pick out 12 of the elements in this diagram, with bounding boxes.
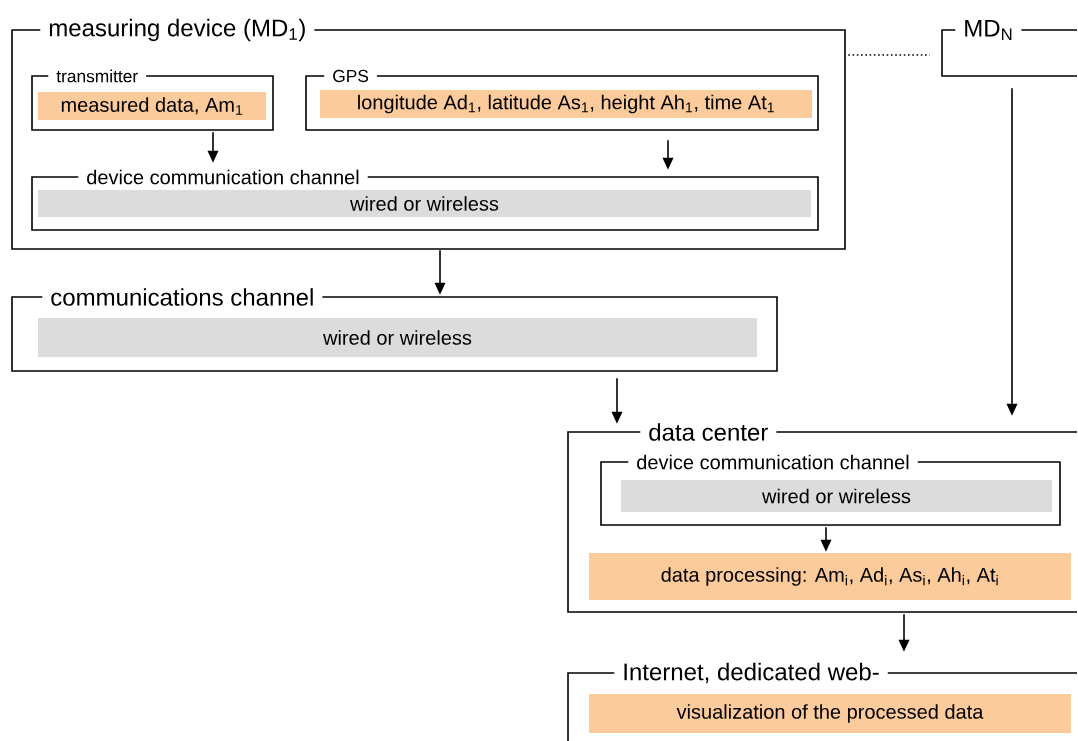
labeled-box: device communication channel wired or wireless	[600, 453, 1061, 526]
labeled-box: GPS longitude Ad$_{1}$, latitude As$_{1}$, height Ah$_{1}$, time At$_{1}$	[305, 68, 819, 131]
processing-band: data processing: Am$_{i}$, Ad$_{i}$, As$_{i}$, Ah$_{i}$, At$_{i}$	[589, 553, 1071, 600]
node-label: data center	[649, 423, 768, 441]
labeled-box: device communication channel wired or wireless	[31, 168, 819, 231]
node-label: Internet, dedicated web-	[624, 662, 879, 684]
labeled-box: MD$_{N}$	[941, 18, 1078, 77]
dotted-connector	[847, 54, 931, 56]
labeled-box: Internet, dedicated web- visualization of the processed data	[567, 661, 1078, 741]
labeled-box: transmitter measured data, Am$_{1}$	[31, 68, 274, 131]
labeled-box: communications channel wired or wireless	[11, 286, 778, 372]
node-label: MD$_{N}$	[965, 19, 1012, 41]
